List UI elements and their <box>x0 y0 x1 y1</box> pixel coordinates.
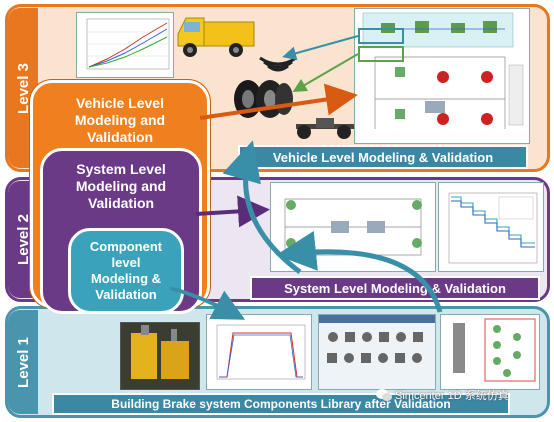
level1-to-level2-curve <box>276 230 443 313</box>
truck-image <box>176 12 256 60</box>
system-response-plot <box>438 182 544 272</box>
component-model-screenshot <box>440 314 540 390</box>
link-box-green <box>358 46 404 62</box>
green-link-arrow <box>292 53 359 93</box>
vehicle-level-title: Vehicle Level Modeling and Validation <box>74 95 166 145</box>
system-level-title: System Level Modeling and Validation <box>75 161 167 211</box>
component-level-title: Component level Modeling & Validation <box>89 239 163 302</box>
component-level-box: Component level Modeling & Validation <box>68 228 184 314</box>
vehicle-model-screenshot <box>354 8 530 144</box>
component-library-screenshot <box>318 314 436 390</box>
wechat-icon <box>376 389 392 401</box>
system-level-banner: System Level Modeling & Validation <box>250 276 540 300</box>
component-response-plot <box>206 314 312 390</box>
level-1-tab: Level 1 <box>8 310 38 414</box>
chassis-image <box>292 112 358 142</box>
vehicle-level-banner: Vehicle Level Modeling & Validation <box>238 145 528 169</box>
vehicle-arrow <box>199 83 358 120</box>
brake-hardware-photo <box>120 322 200 390</box>
component-arrow <box>169 286 246 320</box>
link-box-blue <box>358 28 404 44</box>
watermark: Simcenter 1D 系统仿真 <box>376 386 552 404</box>
watermark-text: Simcenter 1D 系统仿真 <box>395 390 509 402</box>
blue-link-arrow <box>282 35 359 61</box>
component-library-banner: Building Brake system Components Library… <box>52 393 510 415</box>
vehicle-response-plot <box>76 12 174 78</box>
